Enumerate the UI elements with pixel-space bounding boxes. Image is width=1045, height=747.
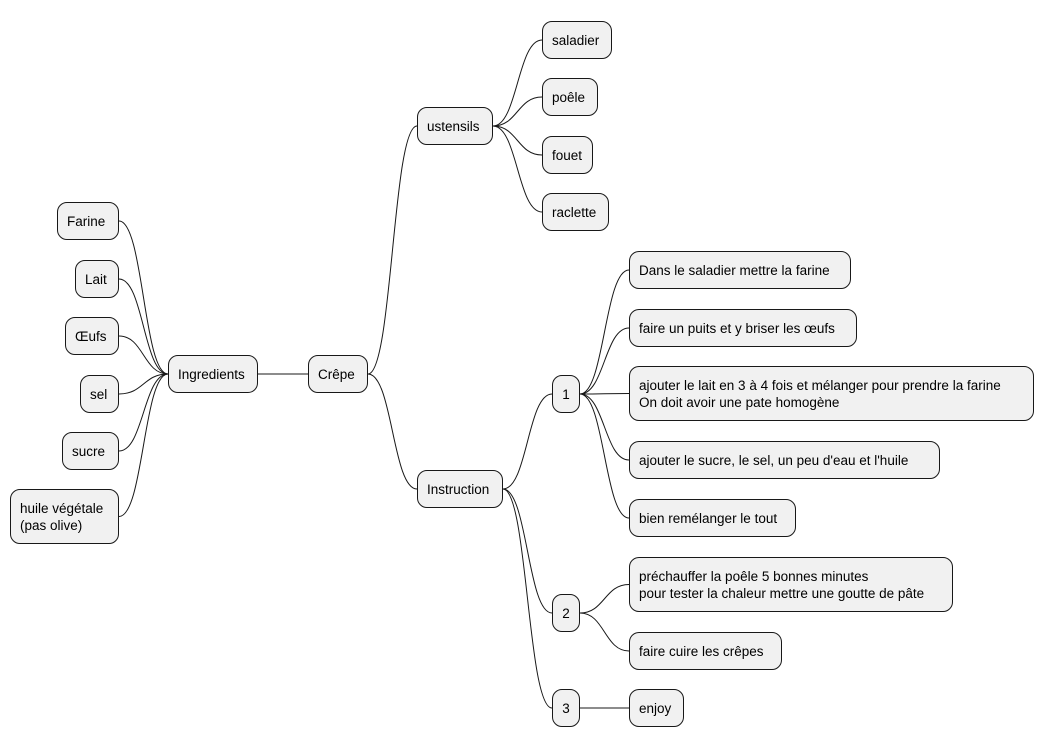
edge-n-ing-n-ing-0 [118,220,169,375]
edge-n-ing-n-ing-2 [118,335,169,375]
node-ustensil-raclette: raclette [542,193,609,231]
node-ingredient-lait: Lait [75,260,119,298]
node-label: ustensils [427,118,480,134]
edge-n-ust-n-ust-0 [492,39,543,127]
node-label: On doit avoir une pate homogène [639,394,840,410]
node-step-2-item: préchauffer la poêle 5 bonnes minutes po… [629,557,953,612]
node-ingredient-huile: huile végétale (pas olive) [10,489,119,544]
node-ingredient-farine: Farine [57,202,119,240]
node-label: faire cuire les crêpes [639,643,764,659]
node-label: 3 [562,700,570,716]
edge-n-s2-n-s2-1 [579,612,630,652]
node-label: saladier [552,32,600,48]
node-label: 1 [562,386,570,402]
node-step-1: 1 [552,375,580,413]
edge-n-ins-n-s3 [502,488,553,709]
node-ustensils: ustensils [417,107,493,145]
node-label: Lait [85,271,107,287]
node-label: (pas olive) [20,517,83,533]
node-label: 2 [562,605,570,621]
node-ingredient-oeufs: Œufs [65,317,119,355]
node-ingredient-sucre: sucre [62,432,119,470]
node-step-2: 2 [552,594,580,632]
edge-n-ing-n-ing-5 [118,373,169,517]
node-ingredients: Ingredients [168,355,258,393]
node-step-1-item: bien remélanger le tout [629,499,796,537]
node-label: Ingredients [178,366,245,382]
node-label: ajouter le sucre, le sel, un peu d'eau e… [639,452,909,468]
edge-n-root-n-ust [367,125,418,375]
node-label: bien remélanger le tout [639,510,778,526]
node-label: préchauffer la poêle 5 bonnes minutes [639,568,869,584]
node-label: Dans le saladier mettre la farine [639,262,830,278]
node-ustensil-poele: poêle [542,78,598,116]
edge-n-s1-n-s1-3 [579,393,630,461]
node-step-1-item: faire un puits et y briser les œufs [629,309,857,347]
edge-n-s1-n-s1-0 [579,269,630,395]
edge-n-s1-n-s1-1 [579,327,630,395]
edge-n-ing-n-ing-3 [118,373,169,395]
edge-n-ust-n-ust-1 [492,96,543,127]
node-label: huile végétale [20,500,104,516]
node-label: faire un puits et y briser les œufs [639,320,835,336]
node-label: sel [90,386,108,402]
node-step-3-item: enjoy [629,689,684,727]
edge-n-ins-n-s1 [502,393,553,490]
edge-n-s2-n-s2-0 [579,584,630,614]
node-instruction: Instruction [417,470,503,508]
node-label: fouet [552,147,583,163]
edge-n-root-n-ins [367,373,418,490]
node-label: Œufs [75,328,107,344]
node-label: sucre [72,443,106,459]
edge-n-s1-n-s1-2 [579,393,630,395]
node-label: Farine [67,213,106,229]
node-label: Crêpe [318,366,355,382]
node-step-3: 3 [552,689,580,727]
node-ingredient-sel: sel [80,375,119,413]
node-label: enjoy [639,700,672,716]
edge-n-ins-n-s2 [502,488,553,614]
node-label: ajouter le lait en 3 à 4 fois et mélange… [639,377,1001,393]
node-step-1-item: Dans le saladier mettre la farine [629,251,851,289]
edge-n-s1-n-s1-4 [579,393,630,519]
node-root-crepe: Crêpe [308,355,368,393]
edge-n-ust-n-ust-2 [492,125,543,156]
node-label: pour tester la chaleur mettre une goutte… [639,585,925,601]
edge-n-ing-n-ing-4 [118,373,169,452]
node-step-1-item: ajouter le lait en 3 à 4 fois et mélange… [629,366,1034,421]
node-ustensil-fouet: fouet [542,136,593,174]
edge-n-ust-n-ust-3 [492,125,543,213]
node-label: poêle [552,89,586,105]
node-step-2-item: faire cuire les crêpes [629,632,782,670]
node-ustensil-saladier: saladier [542,21,612,59]
node-label: Instruction [427,481,490,497]
node-label: raclette [552,204,597,220]
edge-n-ing-n-ing-1 [118,278,169,375]
node-step-1-item: ajouter le sucre, le sel, un peu d'eau e… [629,441,940,479]
